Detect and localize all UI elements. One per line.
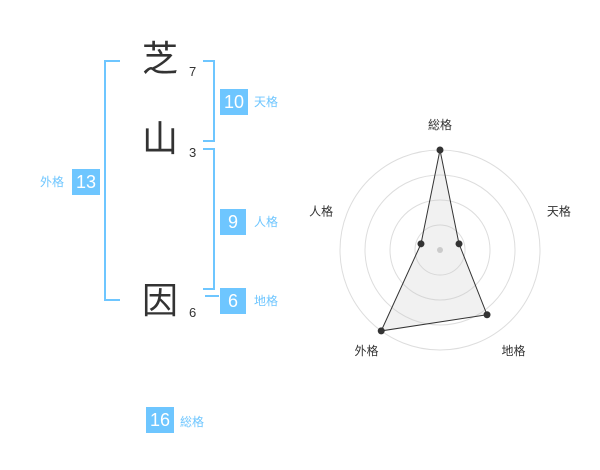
radar-axis-label: 人格: [309, 203, 333, 218]
radar-point: [455, 240, 463, 248]
soukaku-label: 総格: [180, 415, 205, 429]
gaikaku-value: 13: [72, 169, 100, 195]
jinkaku-bracket: [203, 148, 215, 290]
radar-center: [437, 247, 443, 253]
radar-point: [436, 146, 444, 154]
name-char-2: 山: [142, 119, 179, 160]
radar-axis-label: 外格: [355, 343, 379, 358]
stroke-count-1: 7: [189, 64, 197, 79]
radar-ring: [364, 174, 516, 326]
chikaku-value: 6: [220, 288, 246, 314]
tenkaku-bracket: [203, 60, 215, 142]
stroke-count-3: 6: [189, 305, 197, 320]
name-char-3: 因: [142, 281, 179, 322]
radar-axis-label: 総格: [428, 117, 452, 132]
stroke-count-2: 3: [189, 145, 197, 160]
tenkaku-value: 10: [220, 89, 248, 115]
radar-ring: [389, 199, 491, 301]
gaikaku-label: 外格: [40, 175, 65, 189]
chikaku-connector: [205, 295, 219, 297]
tenkaku-label: 天格: [254, 95, 279, 109]
radar-point: [483, 311, 491, 319]
radar-axis-label: 天格: [547, 203, 571, 218]
jinkaku-value: 9: [220, 209, 246, 235]
gaikaku-bracket: [104, 60, 120, 301]
name-char-1: 芝: [142, 39, 179, 80]
radar-axis-label: 地格: [501, 343, 525, 358]
radar-data-polygon: [380, 149, 488, 332]
soukaku-value: 16: [146, 407, 174, 433]
radar-ring: [414, 224, 466, 276]
jinkaku-label: 人格: [254, 215, 279, 229]
radar-point: [417, 240, 425, 248]
radar-point: [377, 327, 385, 335]
chikaku-label: 地格: [254, 294, 279, 308]
